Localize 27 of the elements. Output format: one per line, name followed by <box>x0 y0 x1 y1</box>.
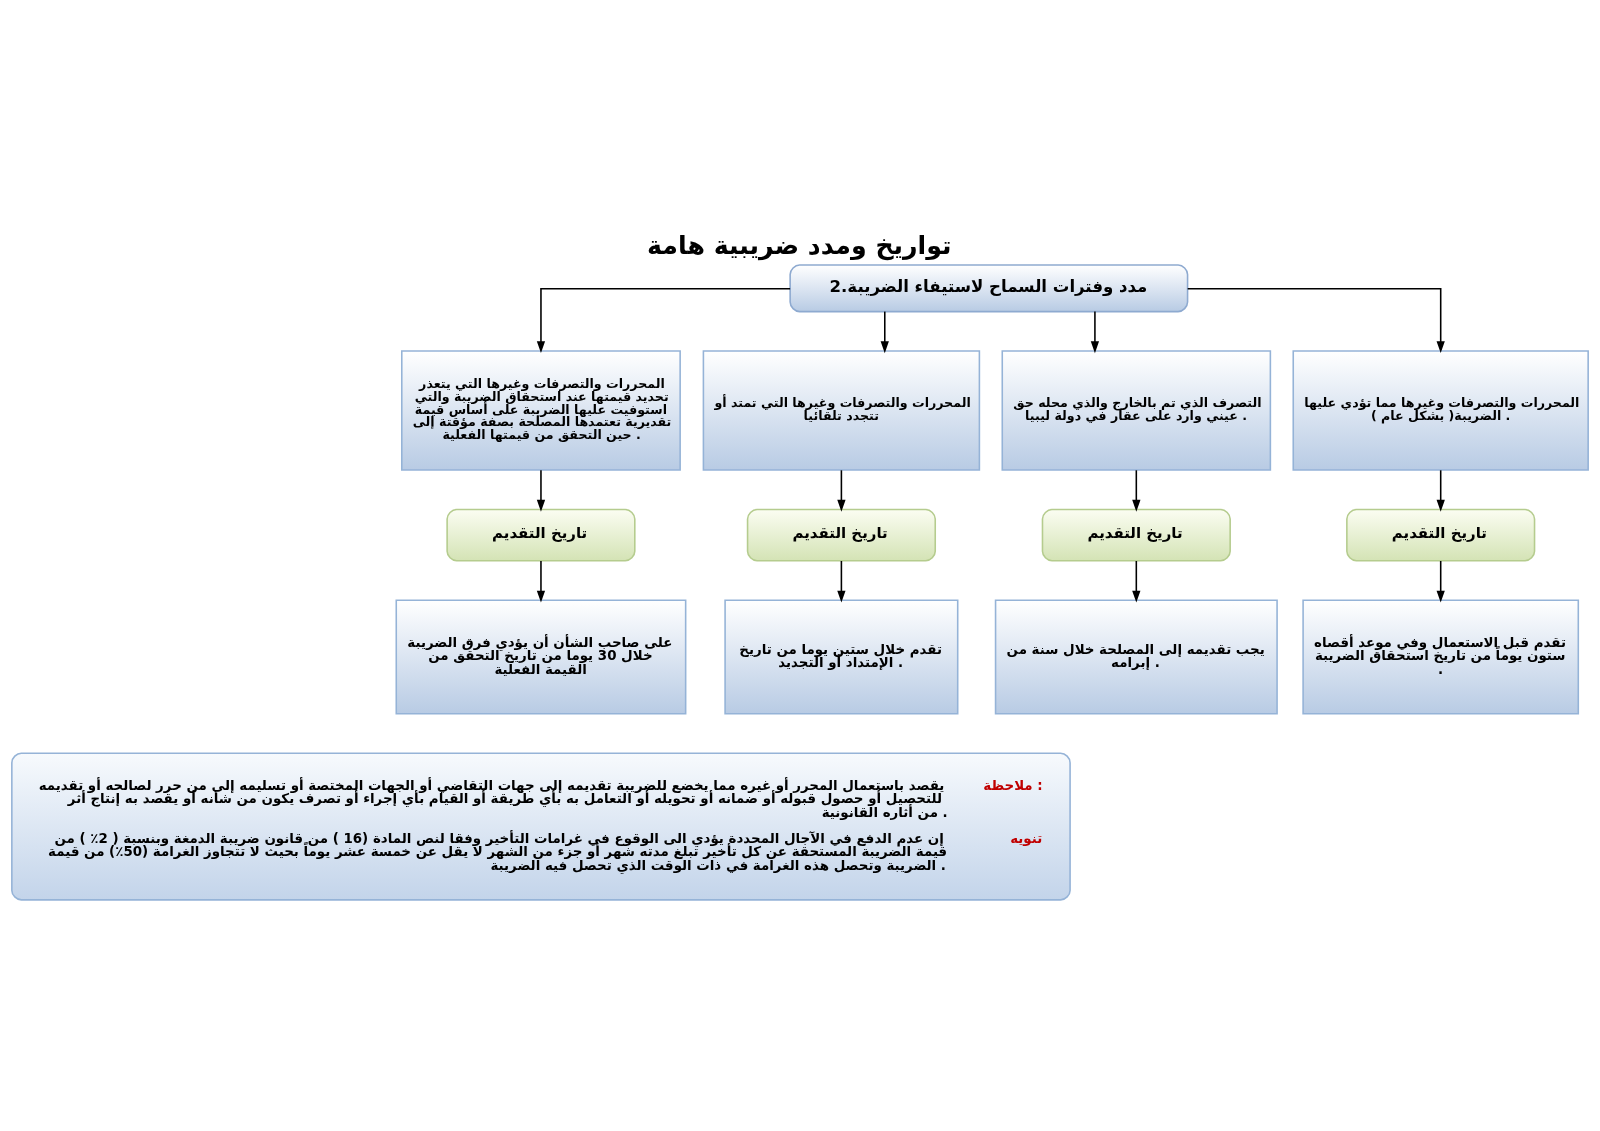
node-box: يجب تقديمه إلى المصلحة خلال سنة من إبرامه . <box>994 599 1278 715</box>
node-box: المحررات والتصرفات وغيرها مما تؤدي عليها الضريبة( بشكل عام ) . <box>1292 350 1589 471</box>
node-box: 2.مدد وفترات السماح لاستيفاء الضريبة <box>789 264 1189 313</box>
node-box: المحررات والتصرفات وغيرها التي تمتد أو تتجدد تلقائيا <box>702 350 981 471</box>
node-box: تاريخ التقديم <box>1346 508 1536 562</box>
arrow <box>1436 560 1445 603</box>
node-box: التصرف الذي تم بالخارج والذي محله حق عيني وارد على عقار في دولة ليبيا . <box>1001 350 1272 471</box>
arrow <box>1132 469 1141 512</box>
node-box: تاريخ التقديم <box>446 508 636 562</box>
node-box: المحررات والتصرفات وغيرها التي يتعذر تحديد قيمتها عند استحقاق الضريبة والتي استوفيت عليها الضريبة على أساس قيمة تقديرية تعتمدها المصلحة بصفة مؤقتة إلى حين التحقق من قيمتها الفعلية . <box>401 350 681 471</box>
arrow <box>1090 310 1100 354</box>
arrow <box>1186 287 1445 354</box>
arrow <box>536 287 791 354</box>
arrow <box>536 560 546 603</box>
node-box: يقصد باستعمال المحرر أو غيره مما يخضع للضريبة تقديمه إلى جهات التقاضي أو الجهات المختصة أو تسليمه إلى من حرر لصالحه أو تقديمه للتحصيل أو حصول قبوله أو ضمانه أو تحويله أو التعامل به بأي طريقة أو القيام بأي إجراء أو تصرف يكون من شأنه أو يقصد به إنتاج أثر من أثاره القانونية . ملاحظة : إن عدم الدفع في الآجال المحددة يؤدي الى الوقوع في غرامات التأخير وفقا لنص المادة (16 ) من قانون ضريبة الدمغة وبنسبة ( 2٪ ) من قيمة الضريبة المستحقة عن كل تأخير تبلغ مدته شهر أو جزء من الشهر لا يقل عن خمسة عشر يوماً بحيث لا تتجاوز الغرامة (50٪) من قيمة الضريبة وتحصل هذه الغرامة في ذات الوقت الذي تحصل فيه الضريبة . تنويه <box>11 752 1071 901</box>
node-box: تاريخ التقديم <box>1041 508 1231 562</box>
arrow <box>837 469 846 512</box>
node-box: على صاحب الشأن أن يؤدي فرق الضريبة خلال 30 يوما من تاريخ التحقق من القيمة الفعلية <box>395 599 687 715</box>
arrow <box>536 469 546 512</box>
arrow <box>837 560 846 603</box>
node-box: تقدم خلال ستين يوما من تاريخ الإمتداد أو التجديد . <box>724 599 959 715</box>
arrow <box>1132 560 1141 603</box>
node-box: تاريخ التقديم <box>746 508 937 562</box>
arrow <box>1436 469 1445 512</box>
node-box: تقدم قبل الاستعمال وفي موعد أقصاه ستون يوماً من تاريخ استحقاق الضريبة . <box>1302 599 1580 715</box>
arrow <box>880 310 889 354</box>
diagram-title: تواريخ ومدد ضريبية هامة <box>647 230 952 260</box>
